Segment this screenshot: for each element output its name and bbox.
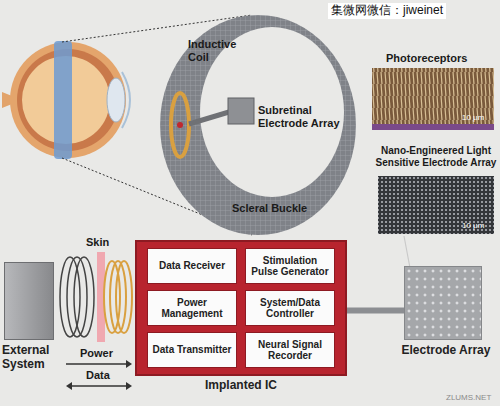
function-block: System/Data Controller xyxy=(245,290,335,326)
block-label: Data Receiver xyxy=(159,260,225,272)
signal-label: Power xyxy=(80,347,113,360)
part-label: Scleral Buckle xyxy=(232,202,307,215)
image-title: Photoreceptors xyxy=(386,52,467,65)
scale-bar-label: 10 µm xyxy=(462,113,484,122)
function-block: Data Receiver xyxy=(147,248,237,284)
signal-label: Data xyxy=(86,369,110,382)
image-title: Nano-Engineered Light Sensitive Electrod… xyxy=(374,145,498,168)
watermark: 集微网微信：jiweinet xyxy=(328,3,446,19)
block-label: Data Transmitter xyxy=(153,344,232,356)
connector-line xyxy=(347,307,404,313)
connector xyxy=(347,310,404,311)
layer-label: Skin xyxy=(86,236,109,249)
function-block: Stimulation Pulse Generator xyxy=(245,248,335,284)
box-title: External System xyxy=(2,344,68,372)
box-shape xyxy=(4,262,54,340)
external-system-box: External System xyxy=(2,262,68,378)
implanted-ic-box: Implanted IC Data Receiver Stimulation Pul… xyxy=(135,240,347,398)
function-block: Power Management xyxy=(147,290,237,326)
watermark: ZLUMS.NET xyxy=(446,393,491,402)
block-label: Power Management xyxy=(152,297,232,320)
block-label: System/Data Controller xyxy=(250,297,330,320)
function-block: Data Transmitter xyxy=(147,332,237,368)
box-title: Implanted IC xyxy=(135,379,347,393)
scale-bar-label: 10 µm xyxy=(462,221,484,230)
block-label: Neural Signal Recorder xyxy=(250,339,330,362)
box-title: Electrode Array xyxy=(396,344,496,358)
function-block: Neural Signal Recorder xyxy=(245,332,335,368)
box-shape xyxy=(404,266,482,340)
block-label: Stimulation Pulse Generator xyxy=(250,255,330,278)
part-label: Subretinal Electrode Array xyxy=(258,104,342,129)
part-label: Inductive Coil xyxy=(188,38,240,63)
electrode-array-box: Electrode Array xyxy=(396,266,496,376)
